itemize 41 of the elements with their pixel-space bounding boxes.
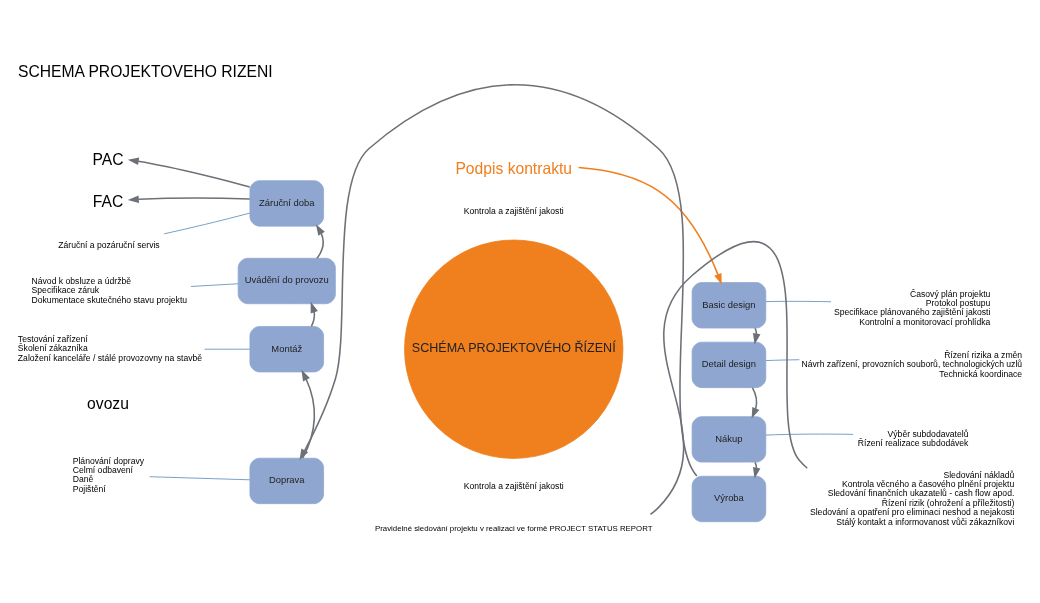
node-text: Pravidelné sledování projektu v realizaci ve formě PROJECT STATUS REPORT: [375, 523, 653, 533]
node-box: Výroba: [691, 475, 767, 522]
connector: [190, 282, 239, 287]
node-box: Doprava: [249, 457, 324, 504]
arrow: [752, 327, 761, 344]
node-circle: SCHÉMA PROJEKTOVÉHO ŘÍZENÍ: [404, 239, 624, 459]
connector: [204, 348, 251, 350]
node-text: Výběr subdodavatelů Řízení realizace subdodávek: [857, 428, 969, 448]
arrow: [315, 223, 325, 259]
node-box: Uvádění do provozu: [237, 257, 336, 304]
node-text: Podpis kontraktu: [455, 159, 573, 177]
connector: [765, 433, 854, 435]
node-text: FAC: [92, 192, 124, 210]
connector: [765, 358, 800, 361]
node-text: Záruční a pozáruční servis: [58, 239, 160, 250]
arrow: [752, 461, 761, 478]
arrow: [751, 386, 760, 419]
node-box: Detail design: [691, 341, 767, 388]
node-text: Časový plán projektu Protokol postupu Specifikace plánovaného zajištění jakosti Kontrolní a monitorovací prohlídka: [833, 288, 991, 327]
label: Kontrola a zajištění jakosti: [463, 205, 564, 216]
node-box: Basic design: [691, 281, 767, 328]
label: ovozu: [87, 394, 129, 412]
diagram-title: SCHEMA PROJEKTOVEHO RIZENI: [17, 62, 273, 80]
connector: [649, 240, 808, 515]
arrow: [127, 157, 251, 188]
connector: [163, 212, 251, 234]
node-box: Nákup: [691, 415, 767, 462]
node-text: Návod k obsluze a údržbě Specifikace záruk Dokumentace skutečného stavu projektu: [31, 275, 188, 305]
node-text: Plánování dopravy Celmí odbavení Daně Pojištění: [72, 455, 145, 494]
node-text: Testování zařízení Školení zákazníka Založení kanceláře / stálé provozovny na stavbě: [17, 333, 203, 363]
arrow: [310, 301, 318, 327]
node-box: Záruční doba: [249, 179, 324, 226]
node-text: Řízení rizika a změn Návrh zařízení, provozních souborů, technologických uzlů Technická koordinace: [801, 349, 1023, 378]
node-text: PAC: [92, 150, 124, 168]
label: Kontrola a zajištění jakosti: [463, 480, 564, 491]
node-box: Montáž: [249, 325, 324, 372]
arrow: [577, 166, 722, 285]
connector: [149, 475, 251, 480]
arrow: [127, 194, 251, 203]
node-text: Sledování nákladů Kontrola věcného a časového plnění projektu Sledování finančních ukazatelů - cash flow apod. Řízení rizik (ohrožení a příležitosti) Sledování a opatření pro eliminaci neshod a nejakosti Stálý kontakt a informovanost vůči zákazníkovi: [809, 469, 1015, 527]
connector: [765, 300, 832, 302]
